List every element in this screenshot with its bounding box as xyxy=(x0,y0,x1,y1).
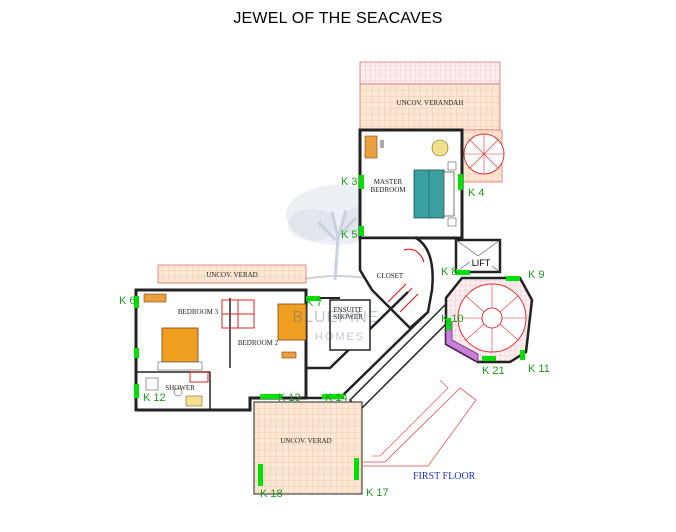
window-markers: K 3 K 4 K 5 K 6 K 7 K 8 K 9 K 10 K 11 K … xyxy=(119,176,550,500)
marker-k7: K 7 xyxy=(306,297,323,309)
marker-k17: K 17 xyxy=(366,487,389,499)
label-bedroom-2: BEDROOM 2 xyxy=(238,339,279,347)
marker-k9: K 9 xyxy=(528,269,545,281)
marker-k12: K 12 xyxy=(143,392,166,404)
label-ensuite-1: ENSUITE xyxy=(333,306,362,314)
label-closet: CLOSET xyxy=(377,272,404,280)
label-ensuite-2: SHOWER xyxy=(333,313,363,321)
marker-k4: K 4 xyxy=(468,187,485,199)
page-title: JEWEL OF THE SEACAVES xyxy=(233,10,443,27)
label-bedroom-3: BEDROOM 3 xyxy=(178,308,219,316)
floor-label: FIRST FLOOR xyxy=(413,471,476,482)
label-lift: LIFT xyxy=(472,258,491,268)
label-uncov-verad-bottom: UNCOV. VERAD xyxy=(280,437,331,445)
marker-k13: K 13 xyxy=(278,392,301,404)
marker-k5: K 5 xyxy=(341,229,358,241)
label-uncov-verad-top: UNCOV. VERAD xyxy=(206,271,257,279)
watermark-brand: BLUEPINE xyxy=(292,309,379,326)
uncov-verandah-top: UNCOV. VERANDAH xyxy=(359,61,505,183)
marker-k21: K 21 xyxy=(482,365,505,377)
marker-k18: K 18 xyxy=(260,488,283,500)
marker-k14: K 14 xyxy=(325,392,348,404)
uncov-verad-top: UNCOV. VERAD xyxy=(157,264,307,284)
marker-k11: K 11 xyxy=(528,363,550,375)
marker-k10: K 10 xyxy=(441,313,464,325)
spiral-stair-tower xyxy=(444,276,534,364)
lift-shaft: LIFT xyxy=(454,238,502,274)
marker-k8: K 8 xyxy=(441,266,458,278)
window-openings xyxy=(134,174,525,486)
master-bedroom: MASTER BEDROOM xyxy=(358,128,464,240)
marker-k3: K 3 xyxy=(341,176,358,188)
marker-k6: K 6 xyxy=(119,295,136,307)
label-master-bedroom-1: MASTER xyxy=(374,178,403,186)
label-shower: SHOWER xyxy=(165,384,195,392)
label-uncov-verandah: UNCOV. VERANDAH xyxy=(397,99,464,107)
label-master-bedroom-2: BEDROOM xyxy=(370,186,406,194)
uncov-verad-bottom: UNCOV. VERAD xyxy=(253,379,477,495)
watermark-sub: HOMES xyxy=(315,331,365,343)
bedroom-block: ENSUITE SHOWER BEDROOM 3 BEDROOM 2 SHOWE… xyxy=(134,288,371,412)
